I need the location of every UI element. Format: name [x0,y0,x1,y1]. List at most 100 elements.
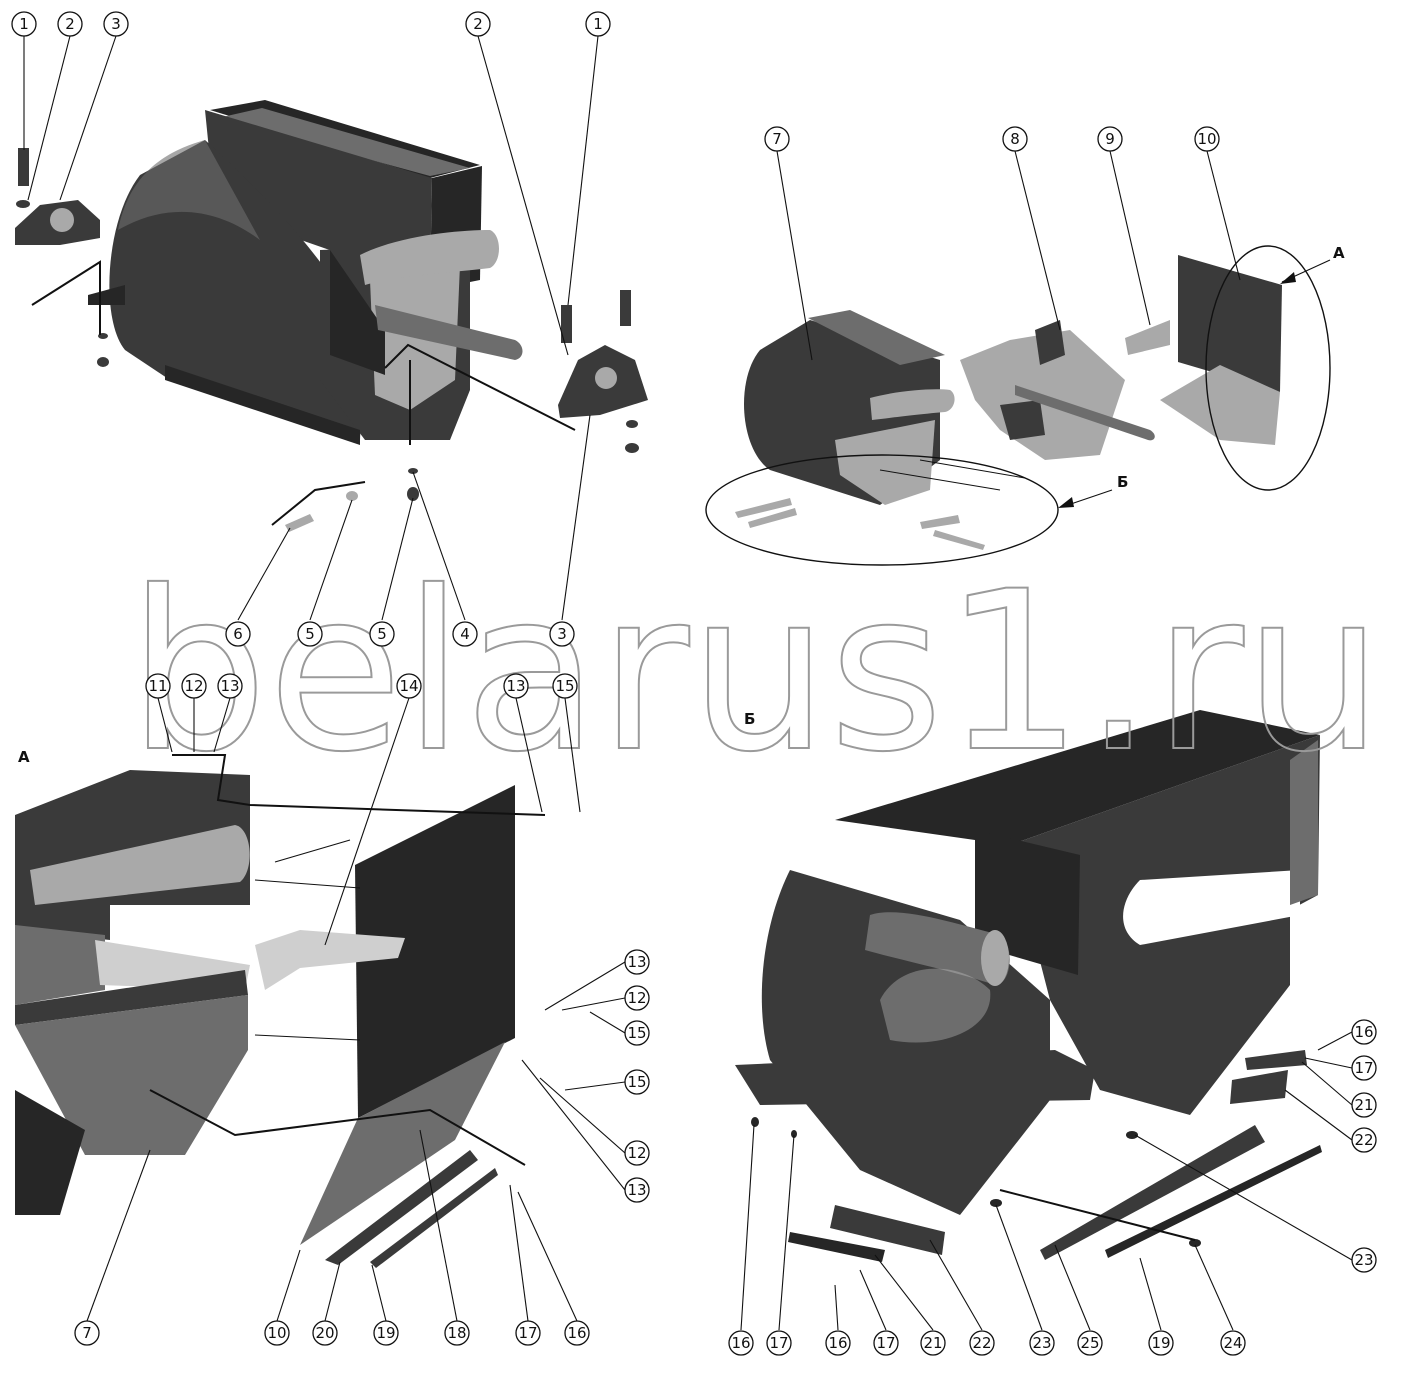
callout-bottom-left-6: 15 [552,673,578,699]
callout-number: 8 [1010,130,1020,148]
callout-number: 6 [233,625,243,643]
rotor-exploded-drawing [705,245,1331,566]
callout-number: 24 [1223,1334,1242,1352]
callout-top-left-10: 3 [549,621,575,647]
callout-number: 16 [567,1324,586,1342]
callout-number: 5 [377,625,387,643]
callout-bottom-left-18: 17 [515,1320,541,1346]
callout-top-left-2: 2 [57,11,83,37]
callout-number: 13 [220,677,239,695]
callout-top-right-2: 8 [1002,126,1028,152]
callout-top-left-8: 5 [369,621,395,647]
callout-number: 14 [399,677,418,695]
callout-bottom-left-13: 7 [74,1320,100,1346]
view-b-label: Б [744,710,755,728]
callout-bottom-right-6: 16 [728,1330,754,1356]
callout-bottom-right-11: 22 [969,1330,995,1356]
callout-number: 17 [518,1324,537,1342]
callout-number: 21 [1354,1096,1373,1114]
callout-number: 3 [557,625,567,643]
callout-bottom-right-2: 17 [1351,1055,1377,1081]
callout-number: 25 [1080,1334,1099,1352]
callout-number: 17 [769,1334,788,1352]
callout-number: 22 [972,1334,991,1352]
callout-bottom-left-16: 19 [373,1320,399,1346]
housing-assembly-drawing [15,100,648,532]
callout-bottom-left-5: 13 [503,673,529,699]
callout-number: 15 [555,677,574,695]
callout-number: 19 [376,1324,395,1342]
callout-bottom-left-7: 13 [624,949,650,975]
callout-number: 16 [731,1334,750,1352]
callout-top-right-4: 10 [1194,126,1220,152]
callout-number: 9 [1105,130,1115,148]
callout-top-left-6: 6 [225,621,251,647]
view-a-label: А [18,748,30,766]
callout-bottom-right-12: 23 [1029,1330,1055,1356]
callout-number: 4 [460,625,470,643]
callout-bottom-left-17: 18 [444,1320,470,1346]
callout-number: 20 [315,1324,334,1342]
callout-bottom-right-1: 16 [1351,1019,1377,1045]
callout-number: 11 [148,677,167,695]
callout-top-left-1: 1 [11,11,37,37]
callout-top-left-3: 3 [103,11,129,37]
callout-bottom-left-2: 12 [181,673,207,699]
callout-top-left-9: 4 [452,621,478,647]
callout-bottom-left-4: 14 [396,673,422,699]
callout-bottom-right-13: 25 [1077,1330,1103,1356]
callout-bottom-left-12: 13 [624,1177,650,1203]
callout-number: 2 [65,15,75,33]
callout-top-right-1: 7 [764,126,790,152]
callout-bottom-right-14: 19 [1148,1330,1174,1356]
callout-number: 16 [828,1334,847,1352]
callout-number: 23 [1354,1251,1373,1269]
callout-bottom-left-19: 16 [564,1320,590,1346]
callout-number: 3 [111,15,121,33]
callout-bottom-right-4: 22 [1351,1127,1377,1153]
callout-bottom-right-5: 23 [1351,1247,1377,1273]
callout-bottom-left-14: 10 [264,1320,290,1346]
callout-bottom-left-11: 12 [624,1140,650,1166]
callout-number: 10 [1197,130,1216,148]
callout-number: 17 [1354,1059,1373,1077]
callout-number: 12 [627,989,646,1007]
callout-number: 12 [627,1144,646,1162]
callout-bottom-left-10: 15 [624,1069,650,1095]
callout-top-left-7: 5 [297,621,323,647]
callout-bottom-right-10: 21 [920,1330,946,1356]
callout-bottom-left-3: 13 [217,673,243,699]
callout-number: 16 [1354,1023,1373,1041]
callout-number: 13 [627,953,646,971]
callout-top-right-3: 9 [1097,126,1123,152]
callout-bottom-left-9: 15 [624,1020,650,1046]
leader-lines [23,35,1353,1331]
callout-number: 19 [1151,1334,1170,1352]
callout-number: 17 [876,1334,895,1352]
callout-number: 15 [627,1073,646,1091]
callout-number: 18 [447,1324,466,1342]
view-a-drawing [15,770,515,1268]
callout-bottom-right-9: 17 [873,1330,899,1356]
callout-number: 7 [82,1324,92,1342]
callout-number: 10 [267,1324,286,1342]
callout-bottom-left-8: 12 [624,985,650,1011]
callout-bottom-left-15: 20 [312,1320,338,1346]
callout-number: 1 [19,15,29,33]
callout-number: 12 [184,677,203,695]
callout-number: 1 [593,15,603,33]
callout-number: 22 [1354,1131,1373,1149]
callout-number: 13 [627,1181,646,1199]
view-b-drawing [735,710,1322,1262]
callout-number: 5 [305,625,315,643]
callout-top-left-4: 2 [465,11,491,37]
callout-number: 7 [772,130,782,148]
callout-bottom-right-7: 17 [766,1330,792,1356]
section-a-arrow-label: А [1333,244,1345,262]
callout-bottom-right-3: 21 [1351,1092,1377,1118]
callout-bottom-right-15: 24 [1220,1330,1246,1356]
callout-number: 21 [923,1334,942,1352]
section-b-arrow-label: Б [1117,473,1128,491]
